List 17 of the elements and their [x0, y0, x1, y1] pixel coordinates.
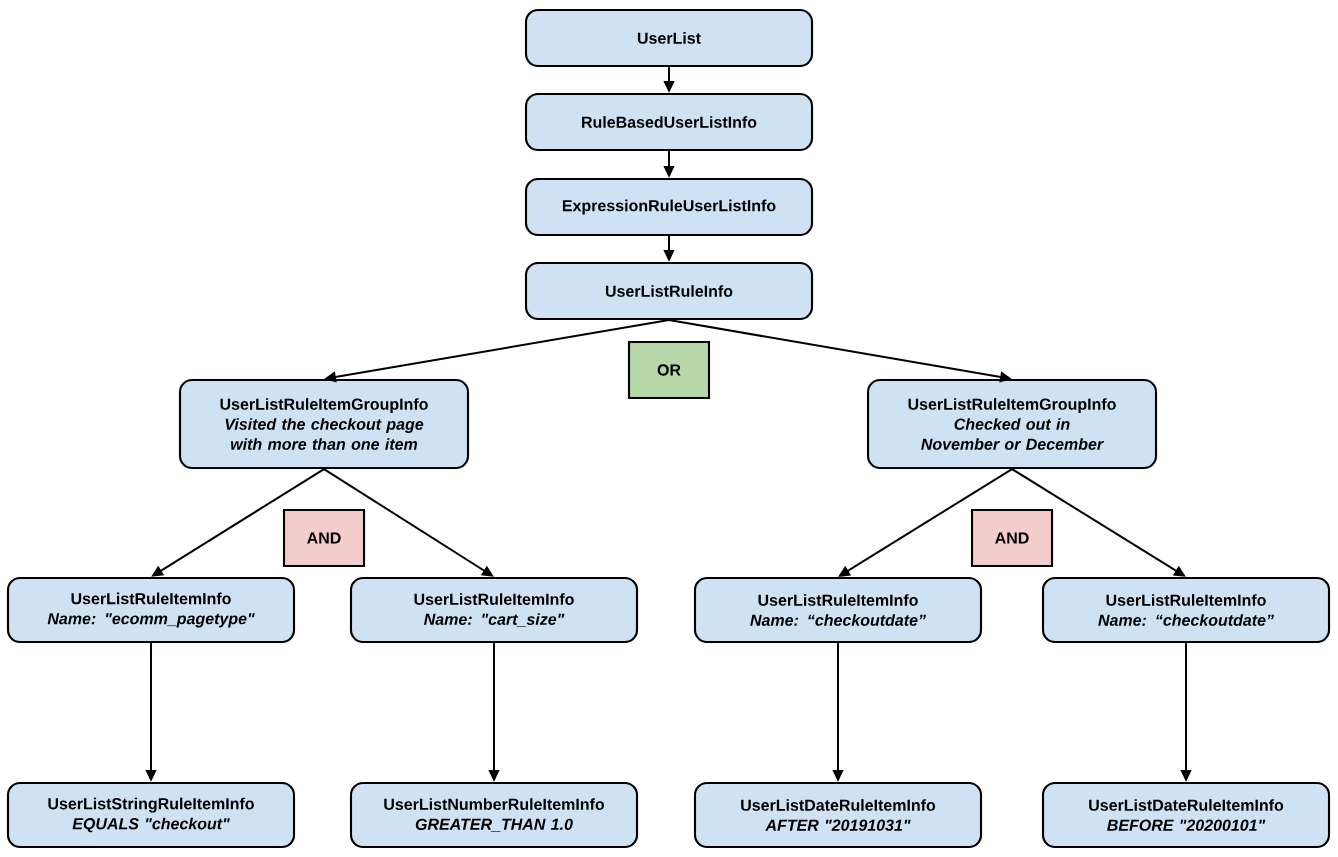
class-box: UserListRuleItemInfo Name: "cart_size"	[349, 576, 639, 644]
class-box: UserListRuleItemInfo Name: “checkoutdate”	[693, 576, 983, 644]
class-box: UserList	[524, 8, 814, 68]
operator-box: AND	[970, 508, 1054, 568]
class-box: UserListRuleItemInfo Name: “checkoutdate”	[1041, 576, 1331, 644]
class-box: UserListRuleItemGroupInfo Visited the checkout page with more than one item	[178, 378, 470, 470]
operator-box: AND	[282, 508, 366, 568]
operator-box: OR	[627, 340, 711, 400]
class-box: UserListDateRuleItemInfo BEFORE "20200101"	[1041, 781, 1331, 849]
class-box: ExpressionRuleUserListInfo	[524, 177, 814, 237]
class-box: UserListNumberRuleItemInfo GREATER_THAN 1.0	[349, 781, 639, 849]
class-box: UserListDateRuleItemInfo AFTER "20191031"	[693, 781, 983, 849]
class-box: UserListRuleInfo	[524, 261, 814, 321]
class-box: UserListStringRuleItemInfo EQUALS "checkout"	[6, 781, 296, 849]
class-box: RuleBasedUserListInfo	[524, 92, 814, 152]
class-box: UserListRuleItemGroupInfo Checked out in November or December	[866, 378, 1158, 470]
class-box: UserListRuleItemInfo Name: "ecomm_pagetype"	[6, 576, 296, 644]
